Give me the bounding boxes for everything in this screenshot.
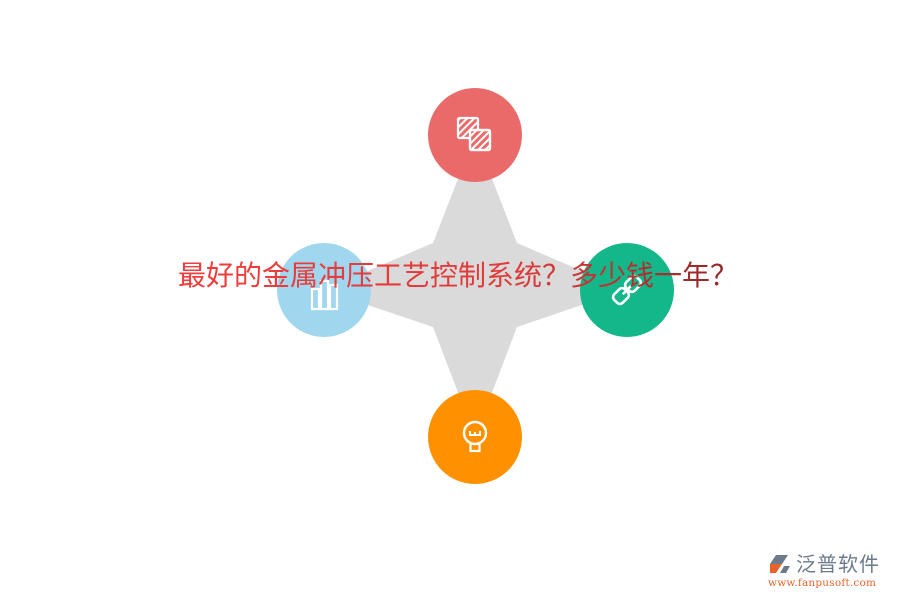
page-title: 最好的金属冲压工艺控制系统？多少钱一年？ [178, 256, 738, 296]
brand-logo[interactable]: 泛普软件 www.fanpusoft.com [768, 553, 894, 595]
layers-icon [456, 116, 492, 152]
node-left [277, 243, 371, 337]
node-bottom [428, 390, 522, 484]
fanpu-logo-icon [770, 555, 790, 573]
link-icon [611, 274, 643, 306]
logo-name: 泛普软件 [796, 552, 880, 576]
chart-bars-icon [310, 279, 339, 311]
lightbulb-icon [462, 420, 488, 453]
logo-url: www.fanpusoft.com [768, 577, 877, 589]
title-wrap: 最好的金属冲压工艺控制系统？多少钱一年？ [178, 256, 738, 296]
node-top [428, 88, 522, 182]
node-right [580, 243, 674, 337]
